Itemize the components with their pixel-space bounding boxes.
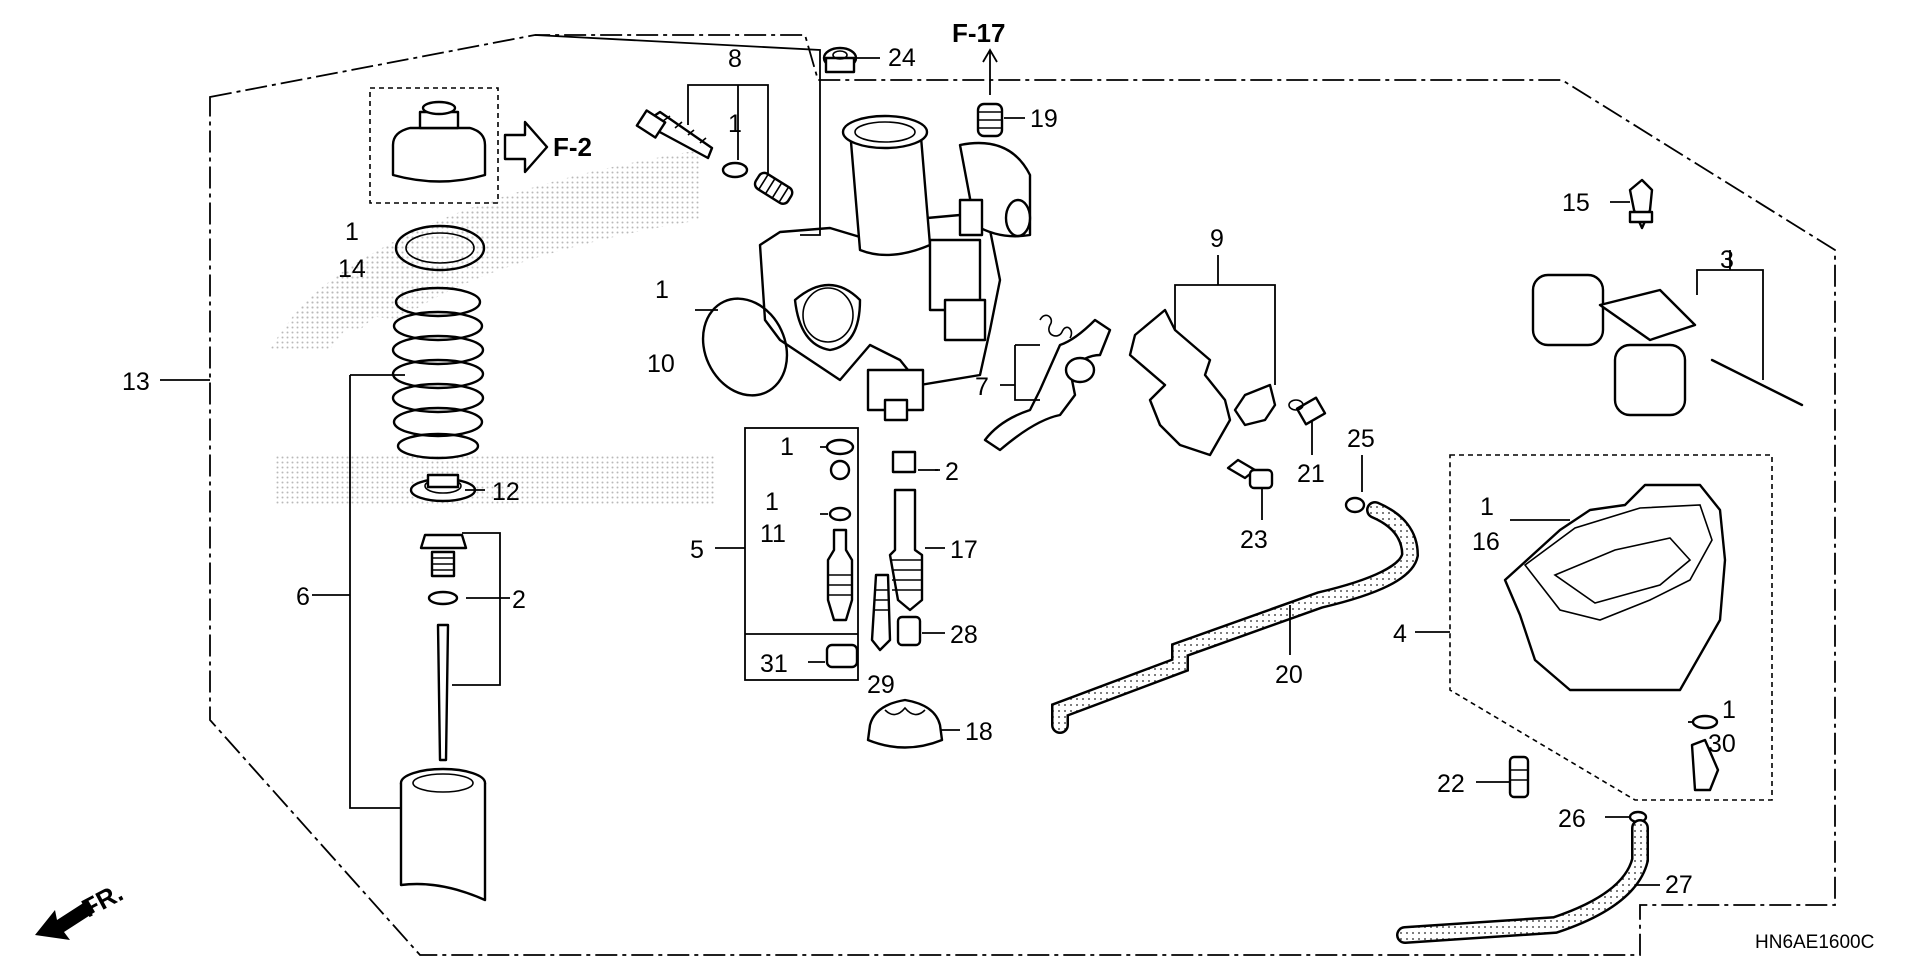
- label-6: 6: [296, 583, 310, 611]
- label-1-jet-b: 1: [765, 488, 779, 516]
- f2-reference: F-2: [553, 132, 592, 162]
- label-2-needle: 2: [512, 586, 526, 614]
- needle-jet-17: [888, 450, 924, 612]
- label-1-washer30: 1: [1722, 696, 1736, 724]
- honda-watermark: [270, 150, 715, 505]
- label-1-jet-a: 1: [780, 433, 794, 461]
- f2-reference-box: [369, 87, 499, 204]
- carburetor-body: [758, 114, 1032, 422]
- label-14: 14: [338, 255, 366, 283]
- label-1-washer: 1: [728, 110, 742, 138]
- throttle-valve: [399, 767, 487, 902]
- oring-10: [701, 297, 789, 397]
- nut-24: [822, 46, 858, 74]
- label-13: 13: [122, 368, 150, 396]
- f17-reference: F-17: [952, 18, 1005, 48]
- label-8: 8: [728, 45, 742, 73]
- label-26: 26: [1558, 805, 1586, 833]
- cap-18: [866, 698, 944, 749]
- clip-25: [1344, 496, 1366, 514]
- float-chamber-4: [1503, 483, 1727, 792]
- label-27: 27: [1665, 871, 1693, 899]
- label-22: 22: [1437, 770, 1465, 798]
- label-25: 25: [1347, 425, 1375, 453]
- label-24: 24: [888, 44, 916, 72]
- spring-19: [976, 102, 1004, 138]
- label-19: 19: [1030, 105, 1058, 133]
- label-20: 20: [1275, 661, 1303, 689]
- assembly-group-outline: [209, 34, 1836, 956]
- label-2-jet: 2: [945, 458, 959, 486]
- label-3: 3: [1720, 246, 1734, 274]
- label-4: 4: [1393, 620, 1407, 648]
- label-17: 17: [950, 536, 978, 564]
- label-1-gasket16: 1: [1480, 493, 1494, 521]
- label-29: 29: [867, 671, 895, 699]
- label-12: 12: [492, 478, 520, 506]
- cap-part: [391, 100, 487, 183]
- throttle-lever-7: [983, 314, 1112, 452]
- float-3: [1531, 273, 1804, 417]
- float-pin-15: [1628, 178, 1654, 230]
- part-29: [870, 573, 892, 652]
- label-1-oring: 1: [655, 276, 669, 304]
- screw-28: [896, 615, 922, 647]
- label-18: 18: [965, 718, 993, 746]
- label-7: 7: [975, 373, 989, 401]
- label-11: 11: [760, 520, 786, 548]
- label-31: 31: [760, 650, 788, 678]
- diagram-code: HN6AE1600C: [1755, 932, 1874, 953]
- drain-hose-27: [1396, 819, 1649, 944]
- label-28: 28: [950, 621, 978, 649]
- pilot-screw-8: [635, 109, 794, 205]
- label-5: 5: [690, 536, 704, 564]
- screw-22: [1508, 755, 1530, 799]
- label-10: 10: [647, 350, 675, 378]
- label-16: 16: [1472, 528, 1500, 556]
- jet-set-5: [825, 438, 859, 669]
- label-1-gasket: 1: [345, 218, 359, 246]
- jet-needle-set: [419, 533, 468, 762]
- throttle-valve-spring: [391, 286, 485, 460]
- label-23: 23: [1240, 526, 1268, 554]
- f2-arrow: [503, 120, 549, 174]
- label-30: 30: [1708, 730, 1736, 758]
- label-9: 9: [1210, 225, 1224, 253]
- screw-23: [1226, 458, 1274, 490]
- f17-arrow: [982, 48, 998, 95]
- label-21: 21: [1297, 460, 1325, 488]
- gasket-14: [394, 224, 486, 272]
- screw-21: [1288, 396, 1327, 426]
- front-arrow: [35, 900, 95, 940]
- bracket-9: [1128, 308, 1277, 457]
- label-15: 15: [1562, 189, 1590, 217]
